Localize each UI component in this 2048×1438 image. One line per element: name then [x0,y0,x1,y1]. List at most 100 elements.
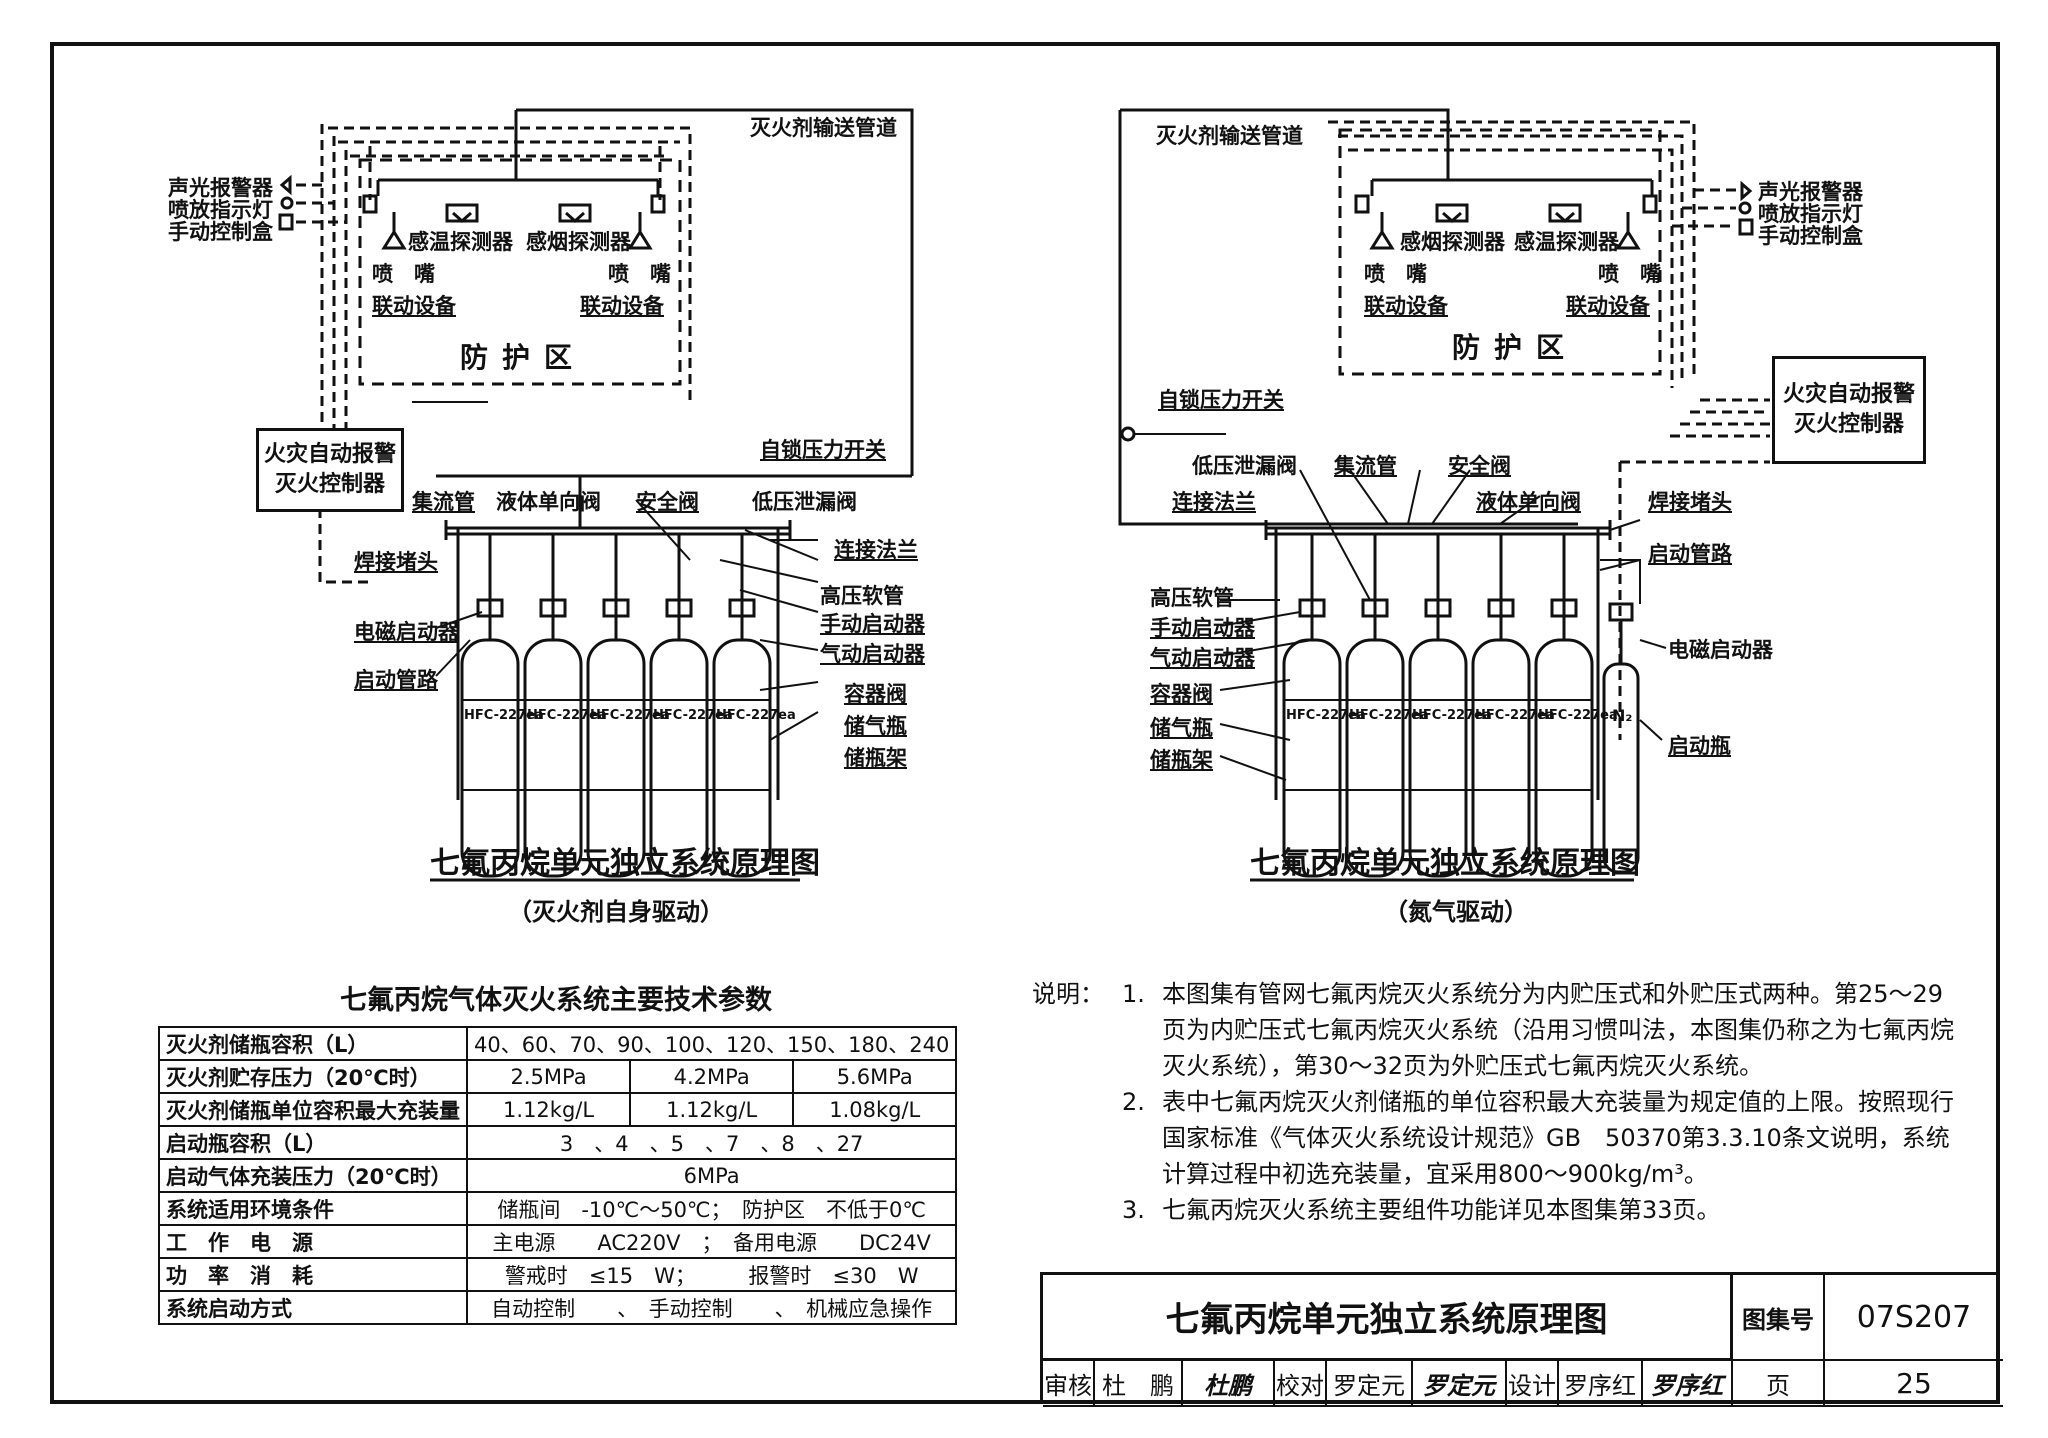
reviewer-signature: 杜鹏 [1183,1361,1275,1407]
table-key: 功 率 消 耗 [158,1257,468,1292]
left-bottle-3-label: HFC-227ea [590,708,670,723]
note-number: 3. [1122,1196,1145,1224]
right-n2-label: N₂ [1612,706,1633,725]
right-bottle-1-label: HFC-227ea [1286,708,1366,723]
table-value: 1.12kg/L [465,1092,632,1127]
right-smoke-detector-label: 感烟探测器 [1400,230,1505,254]
left-manual-box-label: 手动控制盒 [168,220,273,244]
right-nozzle-branch [1370,178,1654,196]
note-text: 表中七氟丙烷灭火剂储瓶的单位容积最大充装量为规定值的上限。按照现行国家标准《气体… [1162,1088,1954,1188]
right-flange-label: 连接法兰 [1172,490,1256,514]
right-solenoid-label: 电磁启动器 [1668,638,1773,662]
right-caption: 七氟丙烷单元独立系统原理图 [1250,846,1640,881]
left-leak-valve-label: 低压泄漏阀 [752,490,857,514]
left-pipe-boundary [516,108,914,476]
table-key: 灭火剂储瓶单位容积最大充装量 [158,1092,468,1127]
left-solenoid-label: 电磁启动器 [354,620,459,644]
params-table: 灭火剂储瓶容积（L） 40、60、70、90、100、120、150、180、2… [158,1026,958,1325]
design-label: 设计 [1507,1361,1559,1407]
left-flange-label: 连接法兰 [834,538,918,562]
right-controller-line1: 火灾自动报警 [1782,382,1915,407]
designer-signature: 罗序红 [1643,1361,1733,1407]
table-row: 启动瓶容积（L） 3 、4 、5 、7 、8 、27 [158,1125,958,1160]
table-value: 警戒时 ≤15 W； 报警时 ≤30 W [465,1257,958,1292]
params-table-title: 七氟丙烷气体灭火系统主要技术参数 [340,985,772,1016]
right-link-device-a: 联动设备 [1364,294,1448,318]
right-nozzle-label-b: 喷 嘴 [1598,262,1661,286]
table-key: 系统启动方式 [158,1290,468,1325]
right-bottles [1282,534,1641,878]
title-block: 七氟丙烷单元独立系统原理图 图集号 07S207 审核 杜 鹏 杜鹏 校对 罗定… [1040,1272,2003,1407]
right-hose-label: 高压软管 [1150,586,1234,610]
left-manual-starter-label: 手动启动器 [820,612,925,636]
left-caption: 七氟丙烷单元独立系统原理图 [430,846,820,881]
table-value: 2.5MPa [465,1059,632,1094]
right-temp-detector-label: 感温探测器 [1514,230,1619,254]
right-container-valve-label: 容器阀 [1150,682,1213,706]
right-controller-box: 火灾自动报警 灭火控制器 [1772,356,1926,464]
left-pneumatic-starter-label: 气动启动器 [820,642,925,666]
right-zone-outline [1338,128,1662,376]
left-safety-valve-label: 安全阀 [636,490,699,514]
right-controller-line2: 灭火控制器 [1793,412,1904,437]
left-bottle-4-label: HFC-227ea [653,708,733,723]
table-key: 工 作 电 源 [158,1224,468,1259]
left-alarm-label: 声光报警器 [168,176,273,200]
left-link-device-b: 联动设备 [580,294,664,318]
left-nozzle-label-b: 喷 嘴 [608,262,671,286]
page-label: 页 [1733,1361,1825,1407]
table-row: 灭火剂储瓶容积（L） 40、60、70、90、100、120、150、180、2… [158,1026,958,1061]
left-wire-1 [328,126,692,400]
left-bottles [460,534,772,878]
left-bottle-5-label: HFC-227ea [716,708,796,723]
table-row: 启动气体充装压力（20℃时） 6MPa [158,1158,958,1193]
right-bottle-5-label: HFC-227ea [1538,708,1618,723]
right-gas-bottle-label: 储气瓶 [1150,716,1213,740]
left-controller-line2: 灭火控制器 [274,472,385,497]
left-rack-label: 储瓶架 [844,746,907,770]
notes-label: 说明： [1032,980,1104,1008]
drawing-frame [50,42,2000,1404]
left-bottle-1-label: HFC-227ea [464,708,544,723]
right-manual-starter-label: 手动启动器 [1150,616,1255,640]
checker-name: 罗定元 [1327,1361,1413,1407]
table-key: 系统适用环境条件 [158,1191,468,1226]
note-text: 本图集有管网七氟丙烷灭火系统分为内贮压式和外贮压式两种。第25～29页为内贮压式… [1162,980,1954,1080]
reviewer-name: 杜 鹏 [1095,1361,1183,1407]
table-key: 灭火剂贮存压力（20℃时） [158,1059,468,1094]
table-key: 启动气体充装压力（20℃时） [158,1158,468,1193]
left-subcaption: （灭火剂自身驱动） [508,898,724,926]
left-indicator-label: 喷放指示灯 [168,198,273,222]
left-link-device-a: 联动设备 [372,294,456,318]
table-value: 1.08kg/L [792,1092,958,1127]
right-pipe-label: 灭火剂输送管道 [1156,124,1303,148]
check-label: 校对 [1275,1361,1327,1407]
right-indicator-label: 喷放指示灯 [1758,202,1863,226]
right-manual-box-label: 手动控制盒 [1758,224,1863,248]
right-nozzle-label-a: 喷 嘴 [1364,262,1427,286]
right-bottle-4-label: HFC-227ea [1475,708,1555,723]
page-number: 25 [1825,1361,2003,1407]
right-safety-valve-label: 安全阀 [1448,454,1511,478]
table-value: 3 、4 、5 、7 、8 、27 [465,1125,958,1160]
left-controller-line1: 火灾自动报警 [263,442,396,467]
left-check-valve-label: 液体单向阀 [496,490,601,514]
table-row: 功 率 消 耗 警戒时 ≤15 W； 报警时 ≤30 W [158,1257,958,1292]
right-alarm-label: 声光报警器 [1758,180,1863,204]
table-value: 6MPa [465,1158,958,1193]
note-number: 2. [1122,1088,1145,1116]
right-pneumatic-starter-label: 气动启动器 [1150,646,1255,670]
left-manifold [446,526,790,536]
right-rack-label: 储瓶架 [1150,748,1213,772]
table-row: 工 作 电 源 主电源 AC220V ； 备用电源 DC24V [158,1224,958,1259]
left-container-valve-label: 容器阀 [844,682,907,706]
atlas-label: 图集号 [1733,1275,1825,1361]
note-item: 2. 表中七氟丙烷灭火剂储瓶的单位容积最大充装量为规定值的上限。按照现行国家标准… [1032,1084,1962,1192]
left-temp-detector-label: 感温探测器 [408,230,513,254]
left-gas-bottle-label: 储气瓶 [844,714,907,738]
left-manifold-label: 集流管 [412,490,475,514]
right-start-bottle-label: 启动瓶 [1668,734,1731,758]
left-smoke-detector-label: 感烟探测器 [526,230,631,254]
table-value: 储瓶间 -10℃～50℃； 防护区 不低于0℃ [465,1191,958,1226]
left-bottle-2-label: HFC-227ea [527,708,607,723]
